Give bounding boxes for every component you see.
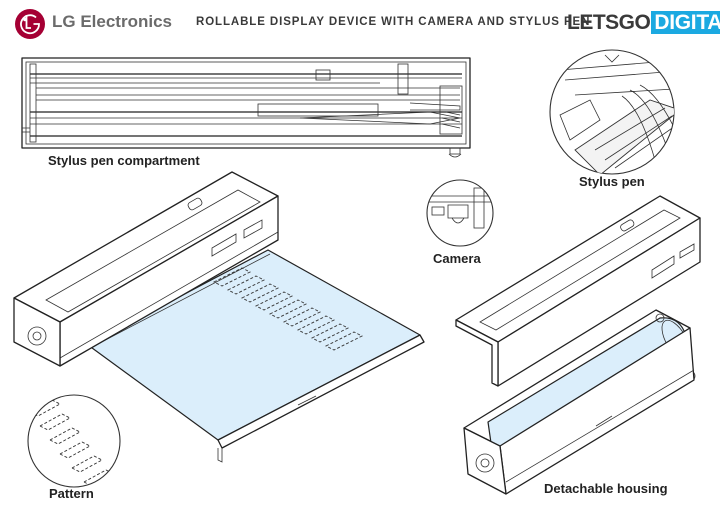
site-brand-logo: LETSGODIGITAL: [567, 10, 720, 36]
stylus-pen-detail: Stylus pen: [549, 49, 675, 189]
cover-end-face: [455, 319, 499, 387]
label-detachable-housing: Detachable housing: [544, 481, 668, 496]
pattern-detail: Pattern: [27, 394, 121, 501]
lg-brand-name: LG Electronics: [52, 12, 172, 31]
page-headline: ROLLABLE DISPLAY DEVICE WITH CAMERA AND …: [196, 16, 591, 28]
stylus-compartment-cross-section: Stylus pen compartment: [21, 57, 471, 168]
screen-dashed-pattern: [212, 267, 364, 351]
header-bar: LG Electronics ROLLABLE DISPLAY DEVICE W…: [0, 0, 720, 44]
lg-face-logo-icon: [15, 9, 45, 39]
detachable-housing-cover: [455, 195, 701, 387]
label-stylus-pen: Stylus pen: [579, 174, 645, 189]
camera-detail: Camera: [426, 179, 494, 266]
detachable-housing-base: Detachable housing: [463, 309, 696, 496]
rollable-device-extended: [13, 171, 425, 463]
site-brand-part1: LETSGO: [567, 11, 651, 34]
site-brand-part2: DIGITAL: [651, 11, 720, 34]
screen-handle-bar: [217, 334, 425, 449]
label-camera: Camera: [433, 251, 481, 266]
label-stylus-compartment: Stylus pen compartment: [48, 153, 200, 168]
label-pattern: Pattern: [49, 486, 94, 501]
base-end-face: [463, 427, 507, 495]
